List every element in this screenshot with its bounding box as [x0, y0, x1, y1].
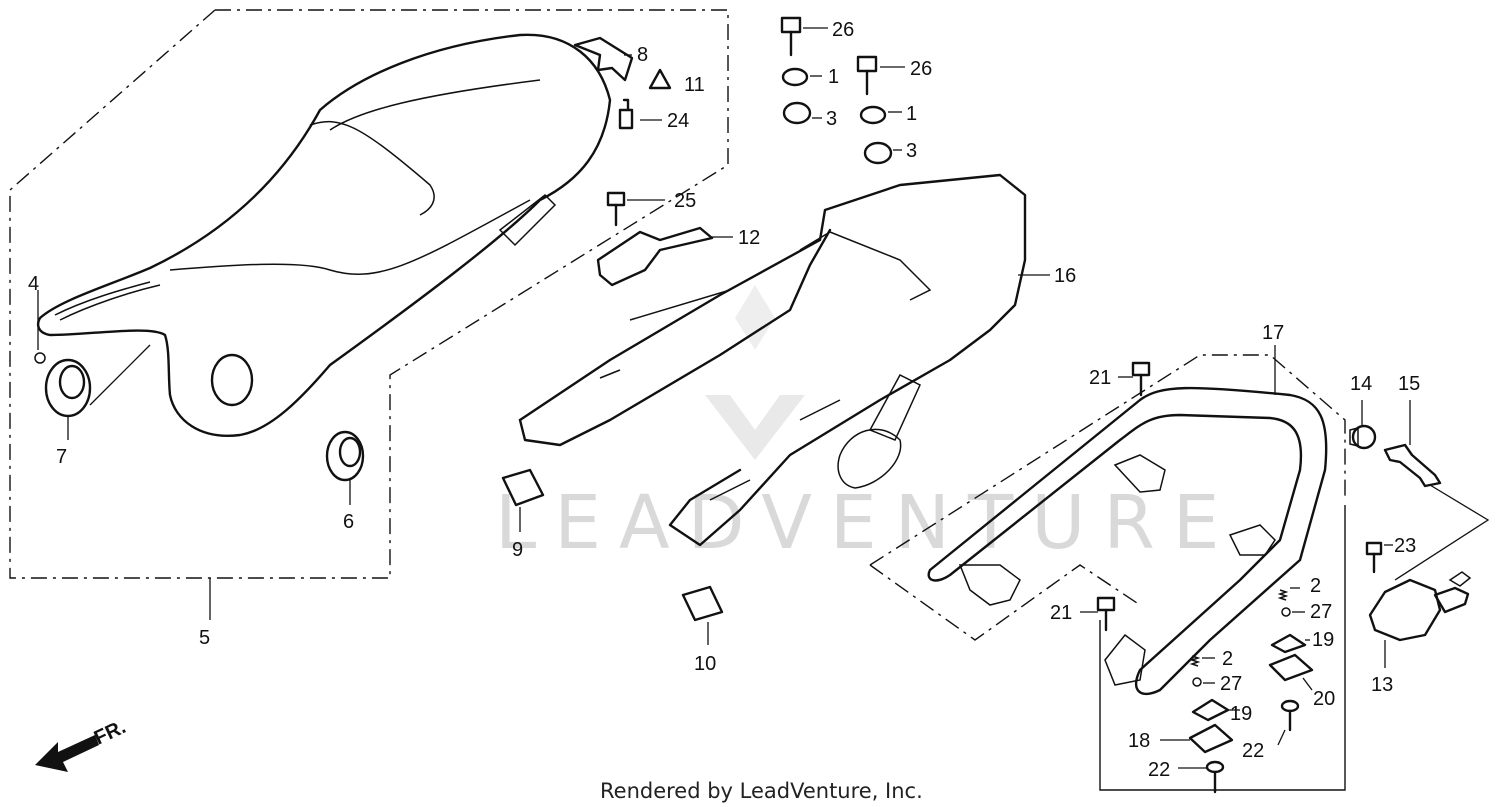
callout-22a: 22: [1242, 740, 1264, 762]
callout-3b: 3: [906, 140, 917, 162]
callout-6: 6: [343, 511, 354, 533]
callout-10: 10: [694, 653, 716, 675]
seat-group-outline: [9, 9, 729, 579]
lock-group-outline: [1394, 484, 1490, 581]
rear-cowl-icon: [518, 173, 1027, 547]
callout-27b: 27: [1220, 673, 1242, 695]
callout-19b: 19: [1230, 703, 1252, 725]
callout-14: 14: [1350, 373, 1372, 395]
callout-2a: 2: [1310, 575, 1321, 597]
callout-23: 23: [1394, 535, 1416, 557]
callout-18: 18: [1128, 730, 1150, 752]
seat-lock-13-icon: [1368, 571, 1472, 642]
callout-2b: 2: [1222, 648, 1233, 670]
cap-14-icon: [1349, 424, 1377, 450]
ball-27a-icon: [1281, 607, 1291, 617]
washer-4-icon: [34, 352, 46, 364]
callout-1b: 1: [906, 103, 917, 125]
ball-27b-icon: [1192, 677, 1202, 687]
callout-20: 20: [1313, 688, 1335, 710]
callout-7: 7: [56, 446, 67, 468]
pad-10-icon: [681, 585, 724, 622]
callout-8: 8: [637, 44, 648, 66]
holder-19a-icon: [1270, 633, 1307, 654]
callout-26b: 26: [910, 58, 932, 80]
rail-group-outline: [869, 354, 1346, 566]
bracket-12-icon: [596, 226, 714, 287]
watermark-text: LEADVENTURE: [495, 480, 1238, 566]
bolt-26b-icon: [856, 55, 878, 96]
render-credit: Rendered by LeadVenture, Inc.: [600, 779, 923, 803]
pad-9-icon: [501, 468, 545, 507]
rod-15-icon: [1383, 443, 1442, 488]
callout-12: 12: [738, 227, 760, 249]
collar-1a-icon: [781, 67, 809, 87]
callout-21b: 21: [1050, 602, 1072, 624]
callout-13: 13: [1371, 674, 1393, 696]
bolt-21b-icon: [1096, 596, 1116, 632]
spring-2b-icon: [1189, 655, 1201, 667]
holder-19b-icon: [1191, 698, 1230, 722]
callout-3a: 3: [826, 108, 837, 130]
grab-rail-icon: [927, 386, 1328, 696]
rubber-3a-icon: [782, 101, 812, 125]
spring-2a-icon: [1277, 589, 1289, 601]
bolt-23-icon: [1365, 541, 1383, 574]
plate-20-icon: [1268, 653, 1314, 682]
callout-15: 15: [1398, 373, 1420, 395]
bolt-26a-icon: [780, 16, 802, 57]
callout-22b: 22: [1148, 759, 1170, 781]
watermark-logo: [705, 285, 805, 460]
callout-17: 17: [1262, 322, 1284, 344]
rubber-3b-icon: [863, 141, 893, 165]
plate-18-icon: [1188, 723, 1234, 754]
callout-11: 11: [684, 74, 705, 96]
grommet-7-icon: [44, 358, 92, 418]
grommet-6-icon: [325, 430, 365, 482]
collar-1b-icon: [859, 105, 887, 125]
screw-22a-icon: [1280, 699, 1300, 732]
bolt-21a-icon: [1131, 361, 1151, 397]
callout-25: 25: [674, 190, 696, 212]
bolt-25-icon: [606, 191, 626, 227]
callout-4: 4: [28, 273, 39, 295]
screw-22b-icon: [1205, 760, 1225, 794]
callout-9: 9: [512, 539, 523, 561]
front-arrow-icon: [35, 735, 99, 772]
seat-icon: [36, 33, 612, 437]
callout-26a: 26: [832, 19, 854, 41]
callout-19a: 19: [1312, 629, 1334, 651]
callout-27a: 27: [1310, 601, 1332, 623]
nut-11-icon: [648, 68, 672, 90]
callout-1a: 1: [828, 66, 839, 88]
bracket-8-icon: [573, 36, 634, 82]
callout-16: 16: [1054, 265, 1076, 287]
bolt-24-icon: [618, 98, 634, 130]
callout-24: 24: [667, 110, 689, 132]
callout-5: 5: [199, 627, 210, 649]
callout-21a: 21: [1089, 367, 1111, 389]
